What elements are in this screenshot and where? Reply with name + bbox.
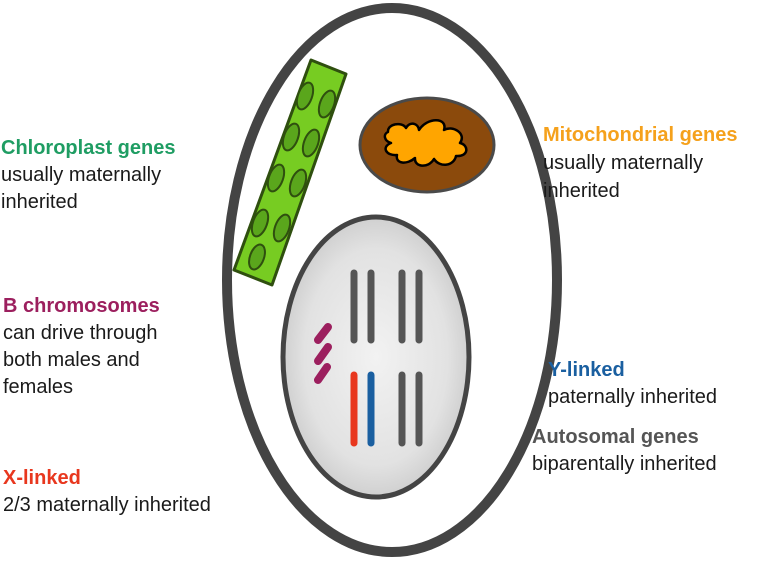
autosomal-label: Autosomal genes biparentally inherited bbox=[532, 424, 717, 478]
y-linked-label: Y-linked paternally inherited bbox=[548, 357, 717, 411]
y-linked-label-title: Y-linked bbox=[548, 359, 625, 381]
autosomal-label-title: Autosomal genes bbox=[532, 426, 699, 448]
b-chromosomes-label-line: can drive through bbox=[3, 322, 158, 344]
thylakoid bbox=[250, 208, 270, 238]
b-chromosomes-label-line: both males and bbox=[3, 349, 140, 371]
thylakoid bbox=[266, 163, 286, 193]
thylakoid bbox=[248, 243, 266, 271]
autosomal-chromosomes bbox=[350, 269, 423, 447]
autosomal-label-line: biparentally inherited bbox=[532, 453, 717, 475]
thylakoid bbox=[317, 89, 337, 119]
thylakoid bbox=[288, 168, 308, 198]
nucleus bbox=[280, 214, 472, 500]
chloroplast-label-line: inherited bbox=[1, 191, 78, 213]
b-chromosome bbox=[314, 323, 332, 344]
b-chromosome bbox=[314, 343, 332, 365]
chloroplast-label-line: usually maternally bbox=[1, 164, 162, 186]
mitochondrion bbox=[358, 96, 496, 194]
chloroplast-label-title: Chloroplast genes bbox=[1, 137, 176, 159]
y-linked-label-line: paternally inherited bbox=[548, 386, 717, 408]
thylakoid bbox=[281, 122, 301, 152]
thylakoid bbox=[272, 213, 292, 243]
thylakoid bbox=[301, 128, 321, 158]
mitochondria-label-title: Mitochondrial genes bbox=[543, 124, 738, 146]
b-chromosomes-label-title: B chromosomes bbox=[3, 295, 160, 317]
mitochondrial-dna bbox=[383, 119, 468, 167]
b-chromosomes bbox=[314, 323, 332, 384]
x-linked-label: X-linked 2/3 maternally inherited bbox=[3, 465, 211, 519]
b-chromosome bbox=[314, 363, 331, 384]
mitochondria-label-line: usually maternally bbox=[543, 152, 704, 174]
x-linked-label-line: 2/3 maternally inherited bbox=[3, 494, 211, 516]
chloroplast bbox=[232, 58, 348, 287]
mitochondria-label-line: inherited bbox=[543, 180, 620, 202]
thylakoid bbox=[295, 81, 315, 111]
x-linked-label-title: X-linked bbox=[3, 467, 81, 489]
chloroplast-label: Chloroplast genes usually maternally inh… bbox=[1, 135, 175, 216]
thylakoids bbox=[248, 81, 337, 271]
b-chromosomes-label-line: females bbox=[3, 376, 74, 398]
b-chromosomes-label: B chromosomes can drive through both mal… bbox=[3, 292, 160, 401]
mitochondria-label: Mitochondrial genes usually maternally i… bbox=[543, 122, 737, 205]
